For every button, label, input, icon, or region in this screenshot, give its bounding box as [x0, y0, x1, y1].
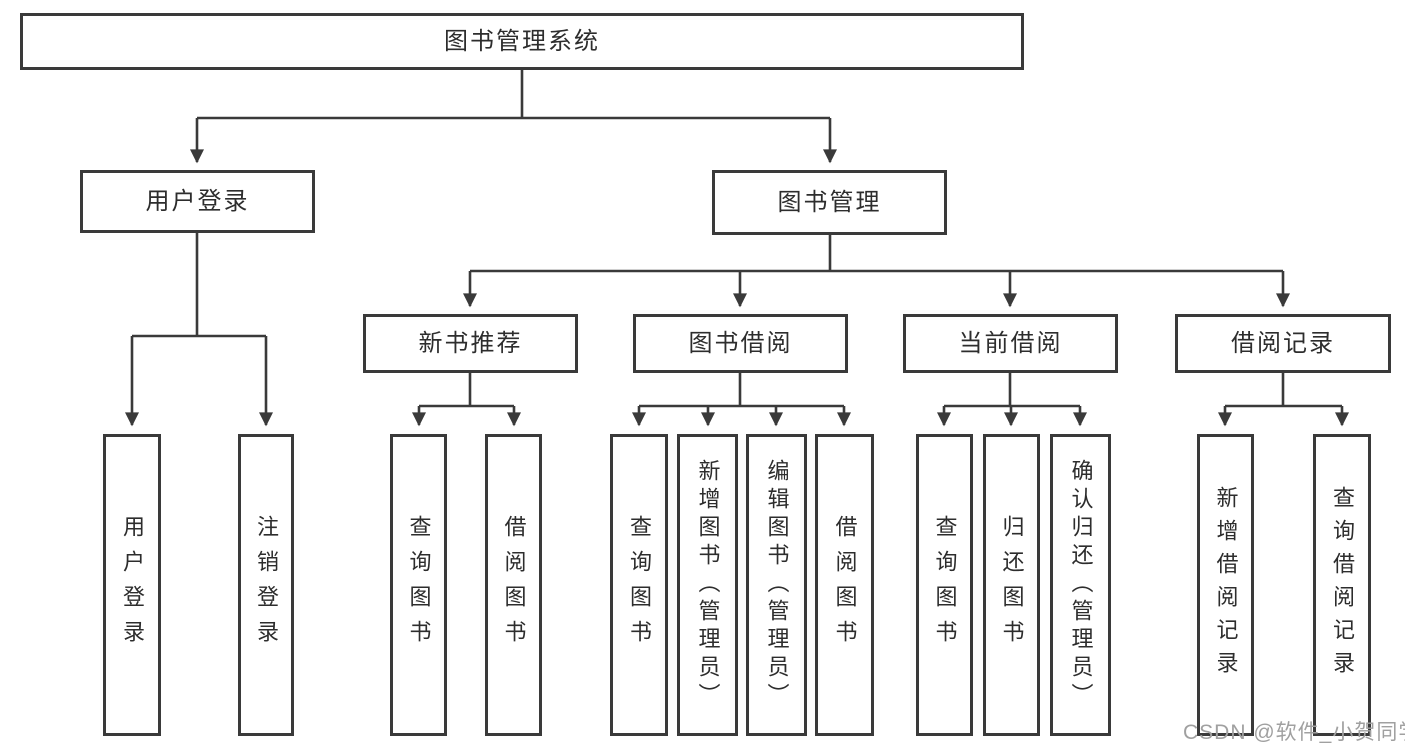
- node-library-management-system: 图书管理系统: [20, 13, 1024, 70]
- leaf-borrow-books-recommend: 借阅图书: [485, 434, 542, 736]
- leaf-edit-books-admin: 编辑图书（管理员）: [746, 434, 807, 736]
- node-new-book-recommend: 新书推荐: [363, 314, 578, 373]
- leaf-logout: 注销登录: [238, 434, 294, 736]
- leaf-query-borrow-record: 查询借阅记录: [1313, 434, 1371, 736]
- leaf-query-books-recommend: 查询图书: [390, 434, 447, 736]
- csdn-watermark: CSDN @软件_小贺同学: [1183, 721, 1405, 744]
- leaf-query-books-current: 查询图书: [916, 434, 973, 736]
- leaf-confirm-return-admin: 确认归还（管理员）: [1050, 434, 1111, 736]
- node-borrow-records: 借阅记录: [1175, 314, 1391, 373]
- leaf-user-login: 用户登录: [103, 434, 161, 736]
- node-current-borrow: 当前借阅: [903, 314, 1118, 373]
- leaf-add-books-admin: 新增图书（管理员）: [677, 434, 738, 736]
- node-user-login: 用户登录: [80, 170, 315, 233]
- leaf-query-books-borrow: 查询图书: [610, 434, 668, 736]
- node-book-management: 图书管理: [712, 170, 947, 235]
- node-book-borrow: 图书借阅: [633, 314, 848, 373]
- leaf-return-books: 归还图书: [983, 434, 1040, 736]
- leaf-borrow-books: 借阅图书: [815, 434, 874, 736]
- leaf-add-borrow-record: 新增借阅记录: [1197, 434, 1254, 736]
